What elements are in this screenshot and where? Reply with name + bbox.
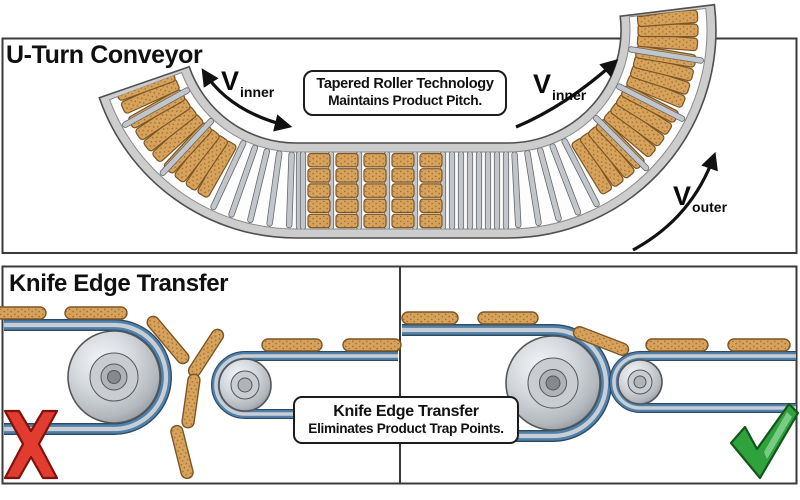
stick-product: [572, 326, 630, 356]
stick-product: [645, 338, 709, 352]
callout-line-1: Knife Edge Transfer: [333, 403, 479, 420]
cookie-product: [391, 183, 415, 198]
straight-roller: [493, 151, 501, 229]
v-inner-left-arrow: [201, 68, 293, 132]
pulley-right-small: [617, 359, 663, 405]
pulley-right-large: [505, 335, 601, 431]
straight-roller: [457, 151, 465, 229]
v-symbol: V: [673, 181, 692, 211]
straight-roller: [466, 151, 474, 229]
stick-product: [401, 311, 459, 325]
cookie-product: [419, 183, 443, 198]
cookie-product: [391, 168, 415, 183]
cookie-product: [335, 213, 359, 229]
v-inner-left-label: Vinner: [221, 66, 274, 100]
v-subscript: outer: [692, 199, 728, 215]
u-turn-title: U-Turn Conveyor: [6, 41, 203, 69]
v-subscript: inner: [552, 87, 587, 103]
stick-product: [727, 338, 791, 352]
straight-roller: [448, 151, 456, 229]
callout-line-2: Maintains Product Pitch.: [328, 93, 482, 109]
tapered-roller: [561, 138, 600, 208]
tapered-roller: [616, 83, 686, 122]
cookie-product: [391, 152, 415, 168]
belt-right-upper: [402, 324, 612, 442]
stick-product: [64, 306, 128, 320]
cookie-product: [335, 152, 359, 168]
stick-product: [261, 338, 323, 352]
cookie-product: [307, 168, 331, 183]
straight-roller: [502, 151, 510, 229]
belt-left-upper: [4, 319, 172, 435]
cookie-product: [307, 198, 331, 214]
knife-edge-title: Knife Edge Transfer: [9, 270, 229, 297]
cookie-product: [419, 168, 443, 183]
callout-line-2: Eliminates Product Trap Points.: [308, 421, 504, 437]
knife-edge-callout: Knife Edge Transfer Eliminates Product T…: [293, 396, 519, 444]
v-symbol: V: [221, 66, 240, 96]
v-outer-label: Vouter: [673, 181, 727, 215]
stick-product: [0, 306, 47, 320]
cookie-product: [363, 152, 387, 168]
cookie-product: [363, 183, 387, 198]
conveyor-contents: [109, 8, 704, 229]
v-inner-right-arrow: [515, 59, 619, 129]
belt-right-lower: [609, 351, 796, 413]
v-symbol: V: [533, 69, 552, 99]
straight-roller: [299, 151, 307, 229]
cookie-product: [307, 183, 331, 198]
cookie-product: [363, 213, 387, 229]
cookie-product: [419, 198, 443, 214]
cookie-product: [335, 198, 359, 214]
cookie-product: [335, 183, 359, 198]
straight-roller: [475, 151, 483, 229]
stick-product: [146, 315, 190, 365]
tapered-roller-callout: Tapered Roller Technology Maintains Prod…: [303, 70, 507, 116]
stick-product: [181, 373, 201, 429]
cookie-product: [391, 198, 415, 214]
cookie-product: [307, 152, 331, 168]
v-subscript: inner: [240, 84, 275, 100]
callout-line-1: Tapered Roller Technology: [316, 76, 494, 92]
cookie-product: [419, 213, 443, 229]
red-x-icon: [3, 409, 59, 480]
tapered-roller: [247, 148, 271, 224]
cookie-product: [335, 168, 359, 183]
belt-left-lower: [211, 351, 398, 419]
straight-roller: [484, 151, 492, 229]
tapered-roller: [549, 143, 582, 216]
cookie-product: [363, 198, 387, 214]
pulley-left-large: [67, 330, 161, 424]
cookie-product: [419, 152, 443, 168]
cookie-product: [363, 168, 387, 183]
stick-product: [342, 338, 402, 352]
stick-product: [170, 424, 194, 480]
green-check-highlight: [764, 412, 792, 459]
tapered-roller: [228, 144, 259, 218]
stick-product: [477, 311, 539, 325]
cookie-product: [307, 213, 331, 229]
cookie-product: [391, 213, 415, 229]
v-outer-arrow: [632, 151, 718, 252]
pulley-left-small: [218, 358, 272, 412]
v-inner-right-label: Vinner: [533, 69, 586, 103]
tapered-roller: [511, 151, 522, 229]
